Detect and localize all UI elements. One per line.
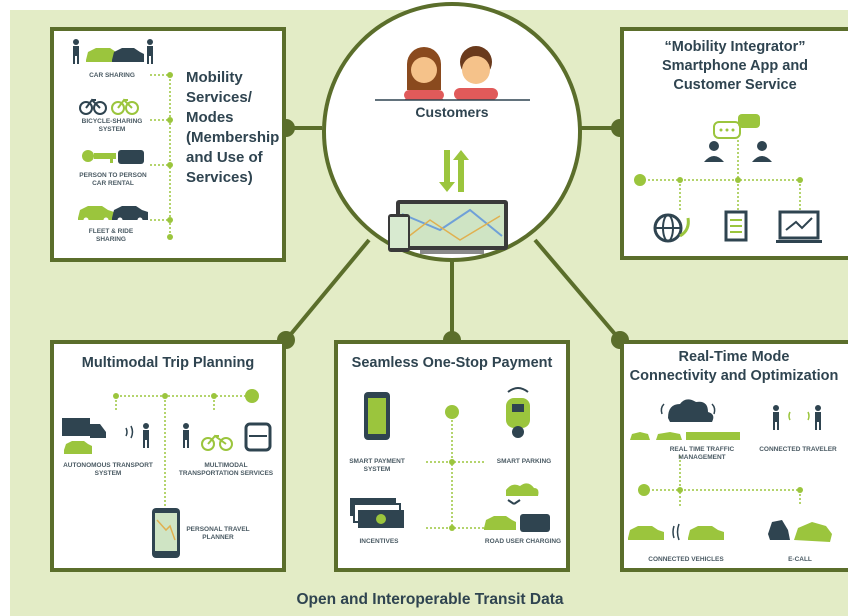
realtime-heading: Real-Time Mode Connectivity and Optimiza…: [620, 348, 848, 386]
trip-planning-heading: Multimodal Trip Planning: [81, 355, 255, 371]
traffic-management-label: REAL TIME TRAFFIC MANAGEMENT: [669, 446, 735, 461]
car-sharing-label: CAR SHARING: [89, 72, 135, 79]
ecall-crash-icon: [768, 520, 832, 542]
document-icon: [724, 210, 748, 242]
smart-payment-label: SMART PAYMENT SYSTEM: [349, 458, 405, 473]
smart-parking-label: SMART PARKING: [496, 458, 552, 465]
devices-map-icon: [388, 200, 508, 254]
multimodal-services-label: MULTIMODAL TRANSPORTATION SERVICES: [178, 462, 274, 477]
multimodal-icons: [183, 422, 272, 452]
mobility-heading-line: Services/: [186, 89, 252, 106]
trip-planning-box: [50, 340, 286, 572]
integrator-heading-line: Customer Service: [673, 77, 797, 93]
mobility-heading-line: Mobility: [186, 69, 243, 86]
payment-heading: Seamless One-Stop Payment: [351, 355, 553, 371]
cloud-traffic-icon: [630, 399, 740, 440]
autonomous-transport-label: AUTONOMOUS TRANSPORT SYSTEM: [63, 462, 153, 477]
monitor-chart-icon: [776, 210, 822, 243]
mobility-heading: Mobility Services/ Modes (Membership and…: [186, 68, 286, 188]
connected-traveler-icon: [773, 405, 821, 430]
smartphone-icon: [364, 392, 390, 440]
customers-people-icon: [404, 46, 498, 100]
integrator-heading-line: “Mobility Integrator”: [664, 39, 806, 55]
realtime-heading-line: Connectivity and Optimization: [629, 368, 839, 384]
wifi-person-icon: [125, 423, 149, 448]
mobility-services-box: [50, 27, 286, 262]
mobility-heading-line: Modes: [186, 109, 234, 126]
road-charging-icon: [484, 483, 550, 532]
mobility-heading-line: and Use of: [186, 149, 263, 166]
customers-label: Customers: [415, 104, 489, 120]
globe-icon: [653, 213, 690, 243]
ecall-label: E-CALL: [788, 556, 812, 563]
fleet-sharing-label: FLEET & RIDE SHARING: [88, 228, 134, 243]
phone-map-icon: [152, 508, 180, 558]
mobility-heading-line: Services): [186, 169, 253, 186]
integrator-heading-line: Smartphone App and: [661, 58, 809, 74]
bicycle-sharing-label: BICYCLE-SHARING SYSTEM: [81, 118, 143, 133]
two-people-icon: [704, 141, 772, 162]
mobility-heading-line: (Membership: [186, 129, 280, 146]
realtime-heading-line: Real-Time Mode: [678, 349, 790, 365]
footer-title: Open and Interoperable Transit Data: [296, 591, 564, 608]
incentives-label: INCENTIVES: [359, 538, 399, 545]
connected-traveler-label: CONNECTED TRAVELER: [759, 446, 837, 453]
car-rental-label: PERSON TO PERSON CAR RENTAL: [79, 172, 147, 187]
road-charging-label: ROAD USER CHARGING: [484, 538, 562, 545]
parking-meter-icon: [506, 387, 530, 438]
connected-vehicles-label: CONNECTED VEHICLES: [648, 556, 724, 563]
exchange-arrows-icon: [439, 150, 469, 192]
money-stack-icon: [350, 498, 404, 528]
connected-vehicles-icon: [628, 523, 724, 541]
chat-bubble-icon: [713, 114, 760, 139]
personal-planner-label: PERSONAL TRAVEL PLANNER: [186, 526, 250, 541]
integrator-heading: “Mobility Integrator” Smartphone App and…: [630, 38, 840, 95]
autonomous-truck-icon: [62, 418, 106, 454]
